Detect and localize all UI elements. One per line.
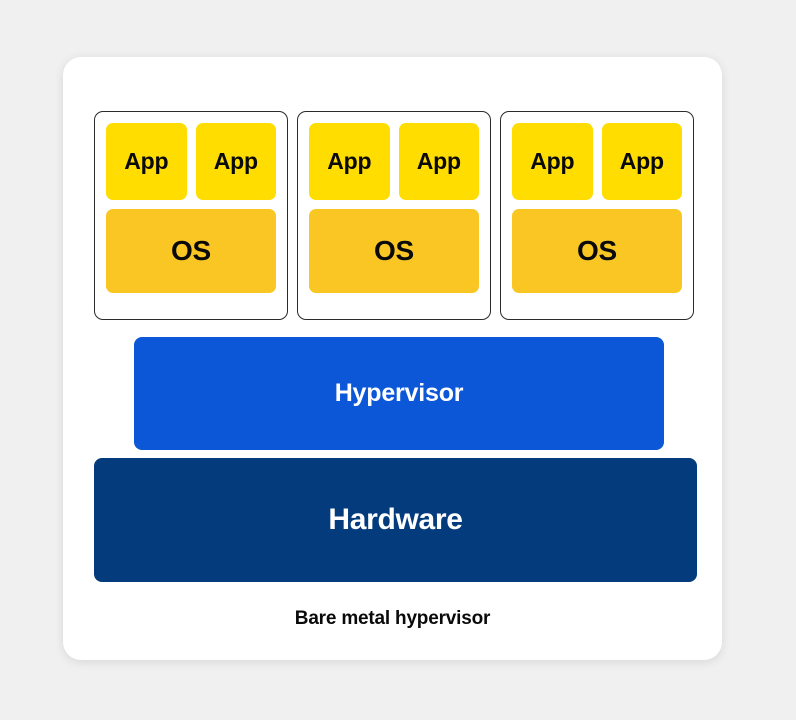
diagram-caption: Bare metal hypervisor — [294, 608, 491, 629]
virtual-machine-row: App App OS App App OS App App OS — [94, 111, 694, 320]
virtual-machine-1: App App OS — [94, 111, 288, 320]
virtual-machine-2: App App OS — [297, 111, 491, 320]
vm-2-os-box: OS — [309, 209, 479, 293]
diagram-card: App App OS App App OS App App OS — [63, 57, 722, 660]
vm-2-app-box-1: App — [309, 123, 390, 200]
hardware-layer: Hardware — [94, 458, 697, 582]
vm-1-os-box: OS — [106, 209, 276, 293]
vm-2-app-box-2: App — [398, 123, 479, 200]
vm-1-app-box-2: App — [195, 123, 276, 200]
vm-1-app-box-1: App — [106, 123, 187, 200]
vm-3-os-box: OS — [512, 209, 682, 293]
vm-3-app-box-2: App — [601, 123, 682, 200]
vm-1-app-row: App App — [106, 123, 276, 200]
hypervisor-layer: Hypervisor — [134, 337, 664, 450]
vm-3-app-box-1: App — [512, 123, 593, 200]
virtual-machine-3: App App OS — [500, 111, 694, 320]
vm-3-app-row: App App — [512, 123, 682, 200]
vm-2-app-row: App App — [309, 123, 479, 200]
